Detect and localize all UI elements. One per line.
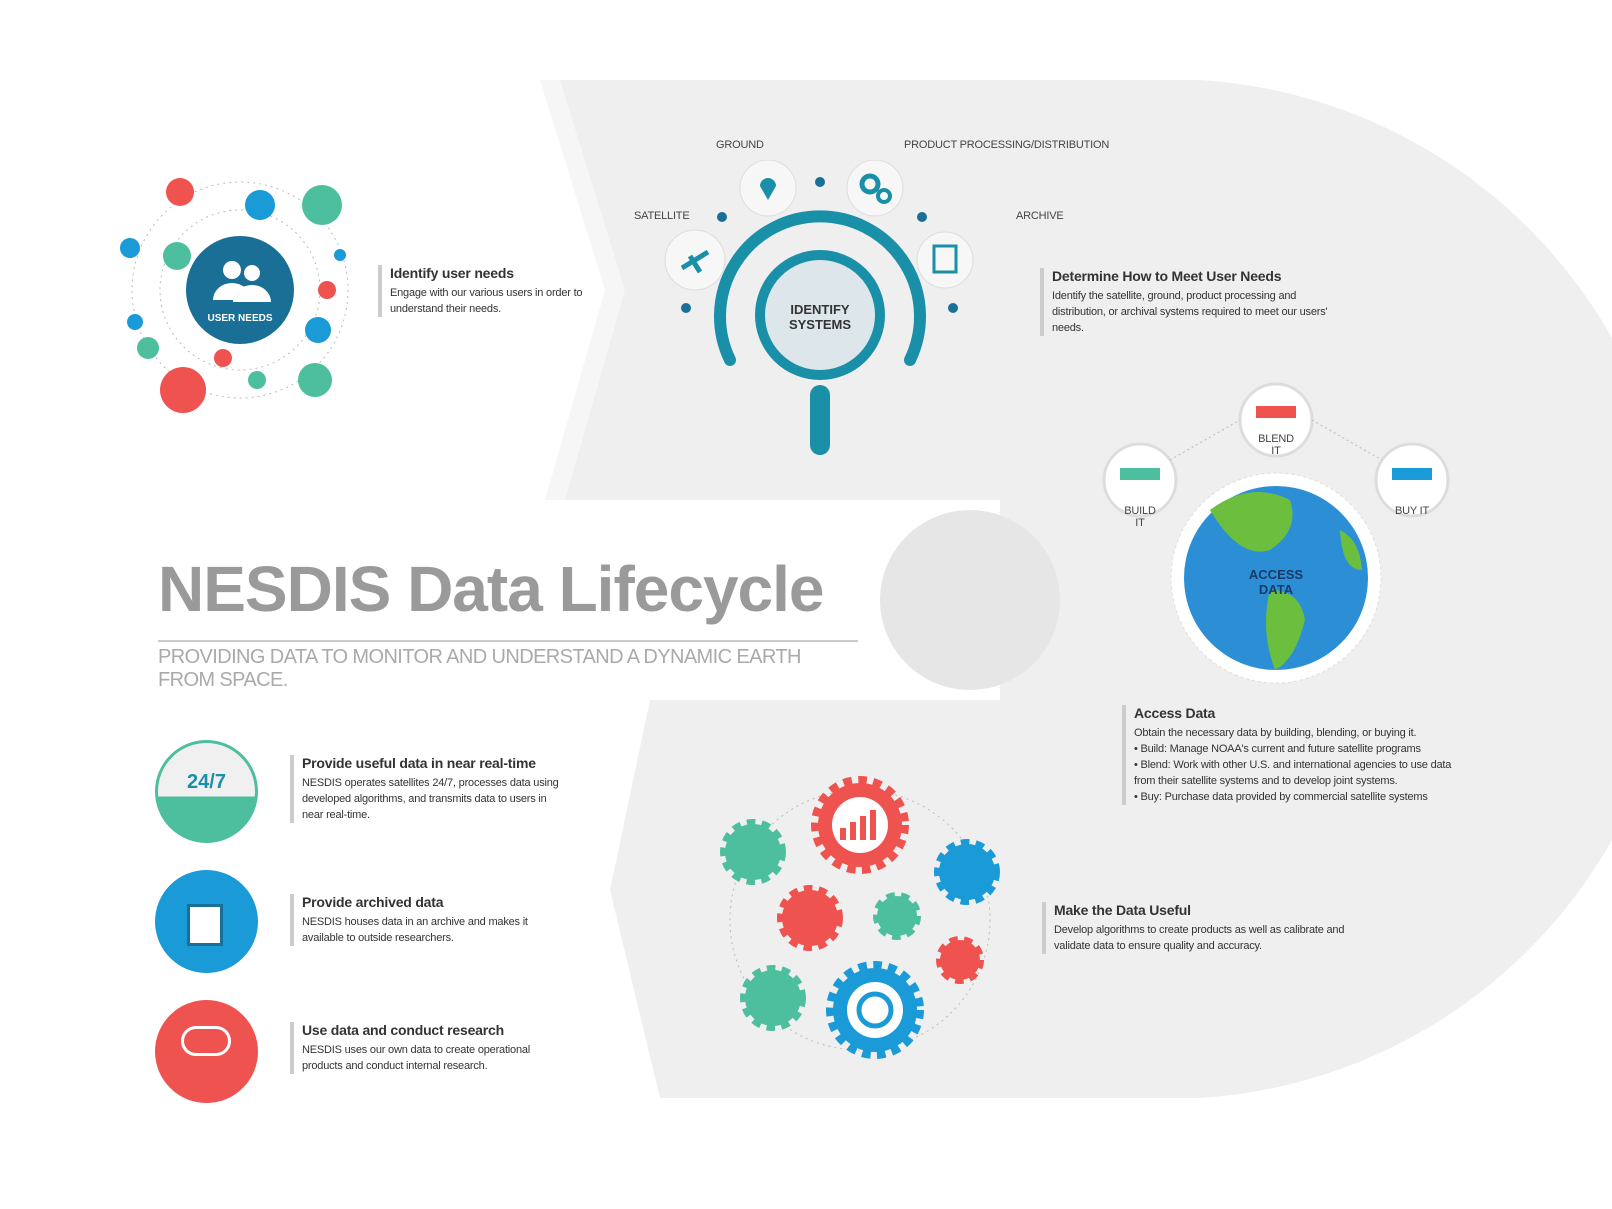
description: Identify the satellite, ground, product … bbox=[1052, 290, 1328, 334]
bullet-build: • Build: Manage NOAA's current and futur… bbox=[1134, 743, 1421, 755]
system-satellite: SATELLITE bbox=[634, 210, 690, 222]
description: Develop algorithms to create products as… bbox=[1054, 924, 1345, 952]
access-data-text: Access Data Obtain the necessary data by… bbox=[1122, 705, 1452, 805]
heading: Access Data bbox=[1134, 705, 1216, 721]
description: Engage with our various users in order t… bbox=[390, 287, 583, 315]
intro: Obtain the necessary data by building, b… bbox=[1134, 727, 1417, 739]
access-data-label: ACCESS DATA bbox=[1248, 567, 1304, 597]
heading: Identify user needs bbox=[390, 265, 514, 281]
heading: Provide archived data bbox=[302, 894, 444, 910]
make-data-useful-text: Make the Data Useful Develop algorithms … bbox=[1042, 902, 1352, 954]
heading: Make the Data Useful bbox=[1054, 902, 1191, 918]
outcome-research: Use data and conduct research NESDIS use… bbox=[290, 1022, 560, 1074]
heading: Use data and conduct research bbox=[302, 1022, 504, 1038]
clock-24-7-icon: 24/7 bbox=[155, 740, 258, 843]
outcome-real-time: Provide useful data in near real-time NE… bbox=[290, 755, 560, 823]
system-archive: ARCHIVE bbox=[1016, 210, 1064, 222]
clock-label: 24/7 bbox=[187, 771, 226, 793]
bullet-blend: • Blend: Work with other U.S. and intern… bbox=[1134, 759, 1452, 787]
option-build-it: BUILD IT bbox=[1124, 505, 1156, 529]
option-buy-it: BUY IT bbox=[1394, 505, 1430, 517]
description: NESDIS uses our own data to create opera… bbox=[302, 1044, 531, 1072]
heading: Provide useful data in near real-time bbox=[302, 755, 536, 771]
outcome-archived: Provide archived data NESDIS houses data… bbox=[290, 894, 560, 946]
user-needs-label: USER NEEDS bbox=[207, 313, 273, 324]
option-blend-it: BLEND IT bbox=[1258, 433, 1294, 457]
access-data-globe-icon bbox=[1102, 382, 1450, 684]
user-needs-cluster-icon bbox=[120, 178, 349, 413]
description: NESDIS operates satellites 24/7, process… bbox=[302, 777, 559, 821]
page-title: NESDIS Data Lifecycle bbox=[158, 553, 824, 625]
cloud-archive-icon bbox=[155, 870, 258, 973]
determine-needs-text: Determine How to Meet User Needs Identif… bbox=[1040, 268, 1340, 336]
globe-watermark bbox=[880, 510, 1060, 690]
system-product-processing: PRODUCT PROCESSING/DISTRIBUTION bbox=[904, 139, 1110, 151]
gears-icon bbox=[720, 776, 1000, 1059]
description: NESDIS houses data in an archive and mak… bbox=[302, 916, 528, 944]
cloud-research-icon bbox=[155, 1000, 258, 1103]
system-ground: GROUND bbox=[716, 139, 764, 151]
identify-systems-label: IDENTIFY SYSTEMS bbox=[788, 302, 852, 332]
magnifier-icon bbox=[664, 160, 974, 455]
page-subtitle: PROVIDING DATA TO MONITOR AND UNDERSTAND… bbox=[158, 640, 858, 692]
user-needs-text: Identify user needs Engage with our vari… bbox=[378, 265, 608, 317]
bullet-buy: • Buy: Purchase data provided by commerc… bbox=[1134, 791, 1428, 803]
heading: Determine How to Meet User Needs bbox=[1052, 268, 1282, 284]
